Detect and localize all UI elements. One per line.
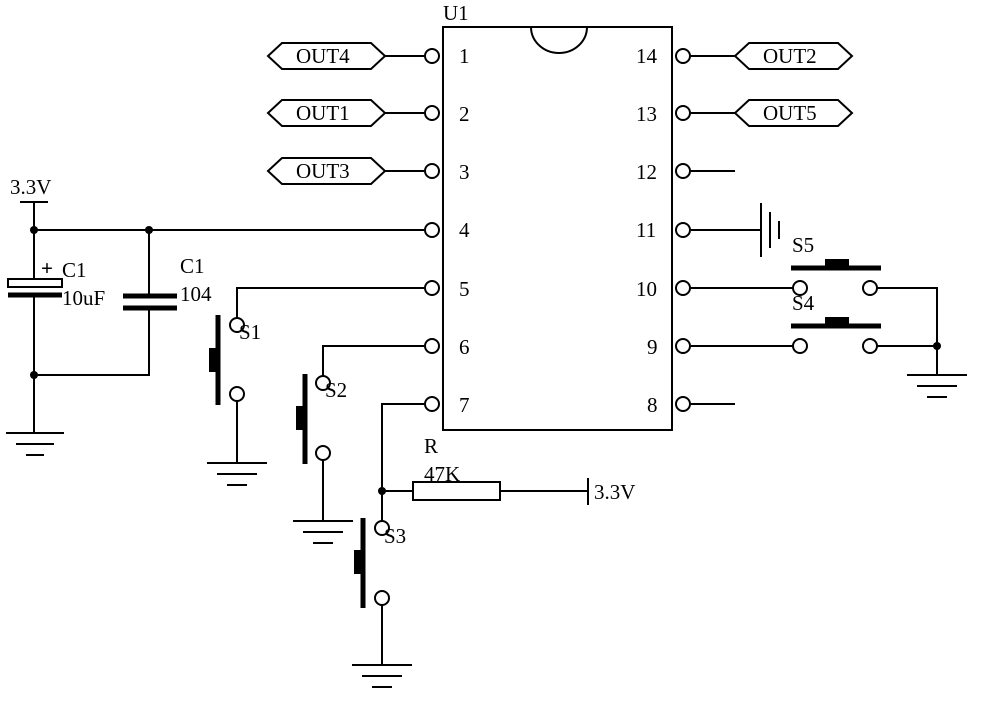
ic-u1: U1 1 2 3 4 5 6 7 14 13 12 11 10 9 8 xyxy=(442,1,673,431)
pin-14-label: 14 xyxy=(636,44,658,68)
switch-s1: S1 xyxy=(209,315,261,462)
pin-13-pad xyxy=(675,105,691,121)
cap-c1b-ref: C1 xyxy=(180,254,205,278)
pin-8-pad xyxy=(675,396,691,412)
switch-s5: S5 xyxy=(791,233,881,296)
pin-9-pad xyxy=(675,338,691,354)
switch-s1-label: S1 xyxy=(239,320,261,344)
pin-11-label: 11 xyxy=(636,218,656,242)
cap-c1b-value: 104 xyxy=(180,282,212,306)
pin-8-label: 8 xyxy=(647,393,658,417)
vcc-left-label: 3.3V xyxy=(10,175,51,199)
pin-7-pad xyxy=(424,396,440,412)
pin-3-pad xyxy=(424,163,440,179)
ground-symbol-s2 xyxy=(293,520,353,544)
pin-4-label: 4 xyxy=(459,218,470,242)
pin-2-pad xyxy=(424,105,440,121)
pin-10-pad xyxy=(675,280,691,296)
left-pin-wiring xyxy=(34,48,440,522)
pin-13-label: 13 xyxy=(636,102,657,126)
vcc-resistor-label: 3.3V xyxy=(594,480,635,504)
capacitor-c1-ceramic: C1 104 xyxy=(30,230,212,379)
ground-symbol-s1 xyxy=(207,462,267,486)
pin-12-pad xyxy=(675,163,691,179)
pin-7-label: 7 xyxy=(459,393,470,417)
net-label-out1: OUT1 xyxy=(266,99,387,127)
svg-text:OUT1: OUT1 xyxy=(296,101,350,125)
cap-polarity-mark: + xyxy=(41,256,53,280)
resistor-ref: R xyxy=(424,434,438,458)
net-label-out4: OUT4 xyxy=(266,42,387,70)
switch-s4: S4 xyxy=(791,291,881,354)
net-label-out5: OUT5 xyxy=(733,99,854,127)
ic-body xyxy=(442,26,673,431)
resistor-r: R 47K 3.3V xyxy=(378,434,635,505)
right-pin-wiring xyxy=(675,48,793,412)
svg-text:OUT3: OUT3 xyxy=(296,159,350,183)
ground-symbol-pin11 xyxy=(760,203,780,257)
svg-text:OUT4: OUT4 xyxy=(296,44,350,68)
pin-6-label: 6 xyxy=(459,335,470,359)
ground-symbol-right xyxy=(907,374,967,398)
svg-text:OUT2: OUT2 xyxy=(763,44,817,68)
pin-3-label: 3 xyxy=(459,160,470,184)
pin-2-label: 2 xyxy=(459,102,470,126)
net-label-out3: OUT3 xyxy=(266,157,387,185)
pin-1-label: 1 xyxy=(459,44,470,68)
pin-12-label: 12 xyxy=(636,160,657,184)
pin-5-label: 5 xyxy=(459,277,470,301)
net-label-out2: OUT2 xyxy=(733,42,854,70)
ground-symbol-s3 xyxy=(352,664,412,688)
vcc-supply-left: 3.3V xyxy=(10,175,153,280)
switch-s3: S3 xyxy=(354,518,406,664)
cap-c1-ref: C1 xyxy=(62,258,87,282)
ic-ref-label: U1 xyxy=(443,1,469,25)
pin-6-pad xyxy=(424,338,440,354)
pin-14-pad xyxy=(675,48,691,64)
switch-s4-label: S4 xyxy=(792,291,815,315)
switch-s2-label: S2 xyxy=(325,378,347,402)
ic-notch xyxy=(530,26,588,54)
pin-9-label: 9 xyxy=(647,335,658,359)
pin-10-label: 10 xyxy=(636,277,657,301)
svg-text:OUT5: OUT5 xyxy=(763,101,817,125)
switch-s3-label: S3 xyxy=(384,524,406,548)
switch-s2: S2 xyxy=(296,374,347,520)
cap-c1-value: 10uF xyxy=(62,286,105,310)
pin-5-pad xyxy=(424,280,440,296)
pin-1-pad xyxy=(424,48,440,64)
pin-11-pad xyxy=(675,222,691,238)
resistor-value: 47K xyxy=(424,462,460,486)
switch-s5-label: S5 xyxy=(792,233,814,257)
ground-symbol-left xyxy=(6,432,64,456)
pin-4-pad xyxy=(424,222,440,238)
capacitor-c1-electrolytic: + C1 10uF xyxy=(7,256,105,432)
switch-s4-s5-ground-wiring xyxy=(877,287,941,374)
